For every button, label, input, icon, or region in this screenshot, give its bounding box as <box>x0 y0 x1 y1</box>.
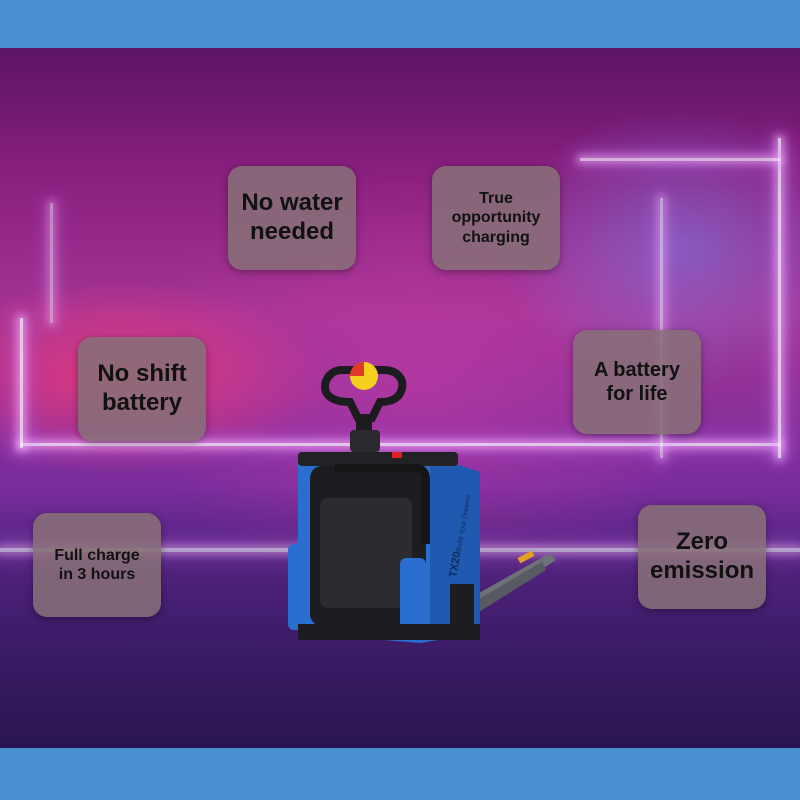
neon-light <box>580 158 780 161</box>
truck-tiller <box>321 362 407 460</box>
feature-card-no-shift: No shift battery <box>78 337 206 441</box>
feature-card-text: A battery <box>594 359 680 381</box>
pallet-truck-image: TX20 Build Your Dreams <box>288 362 556 643</box>
feature-card-text: True <box>479 190 513 208</box>
feature-card-text: Full charge <box>54 546 140 564</box>
truck-body <box>288 452 480 643</box>
truck-forks <box>460 550 556 620</box>
neon-light <box>50 203 53 323</box>
truck-model-label: TX20 <box>447 551 463 579</box>
feature-card-text: No shift <box>97 360 187 388</box>
neon-light <box>20 318 23 448</box>
feature-card-opportunity-charging: True opportunity charging <box>432 166 560 270</box>
feature-card-text: for life <box>606 383 668 405</box>
feature-card-battery-life: A battery for life <box>573 330 701 434</box>
feature-card-text: emission <box>649 557 755 584</box>
feature-card-text: charging <box>462 228 530 246</box>
feature-card-text: battery <box>101 389 182 416</box>
feature-card-text: Zero <box>675 528 728 556</box>
feature-card-text: in 3 hours <box>58 566 136 583</box>
neon-light <box>778 138 781 458</box>
feature-card-full-charge: Full charge in 3 hours <box>33 513 161 617</box>
feature-card-text: opportunity <box>451 209 541 227</box>
feature-card-text: needed <box>249 218 334 245</box>
feature-card-zero-emission: Zero emission <box>638 505 766 609</box>
feature-card-text: No water <box>241 189 343 217</box>
neon-light <box>20 443 780 446</box>
neon-light <box>660 198 663 458</box>
feature-card-no-water: No water needed <box>228 166 356 270</box>
